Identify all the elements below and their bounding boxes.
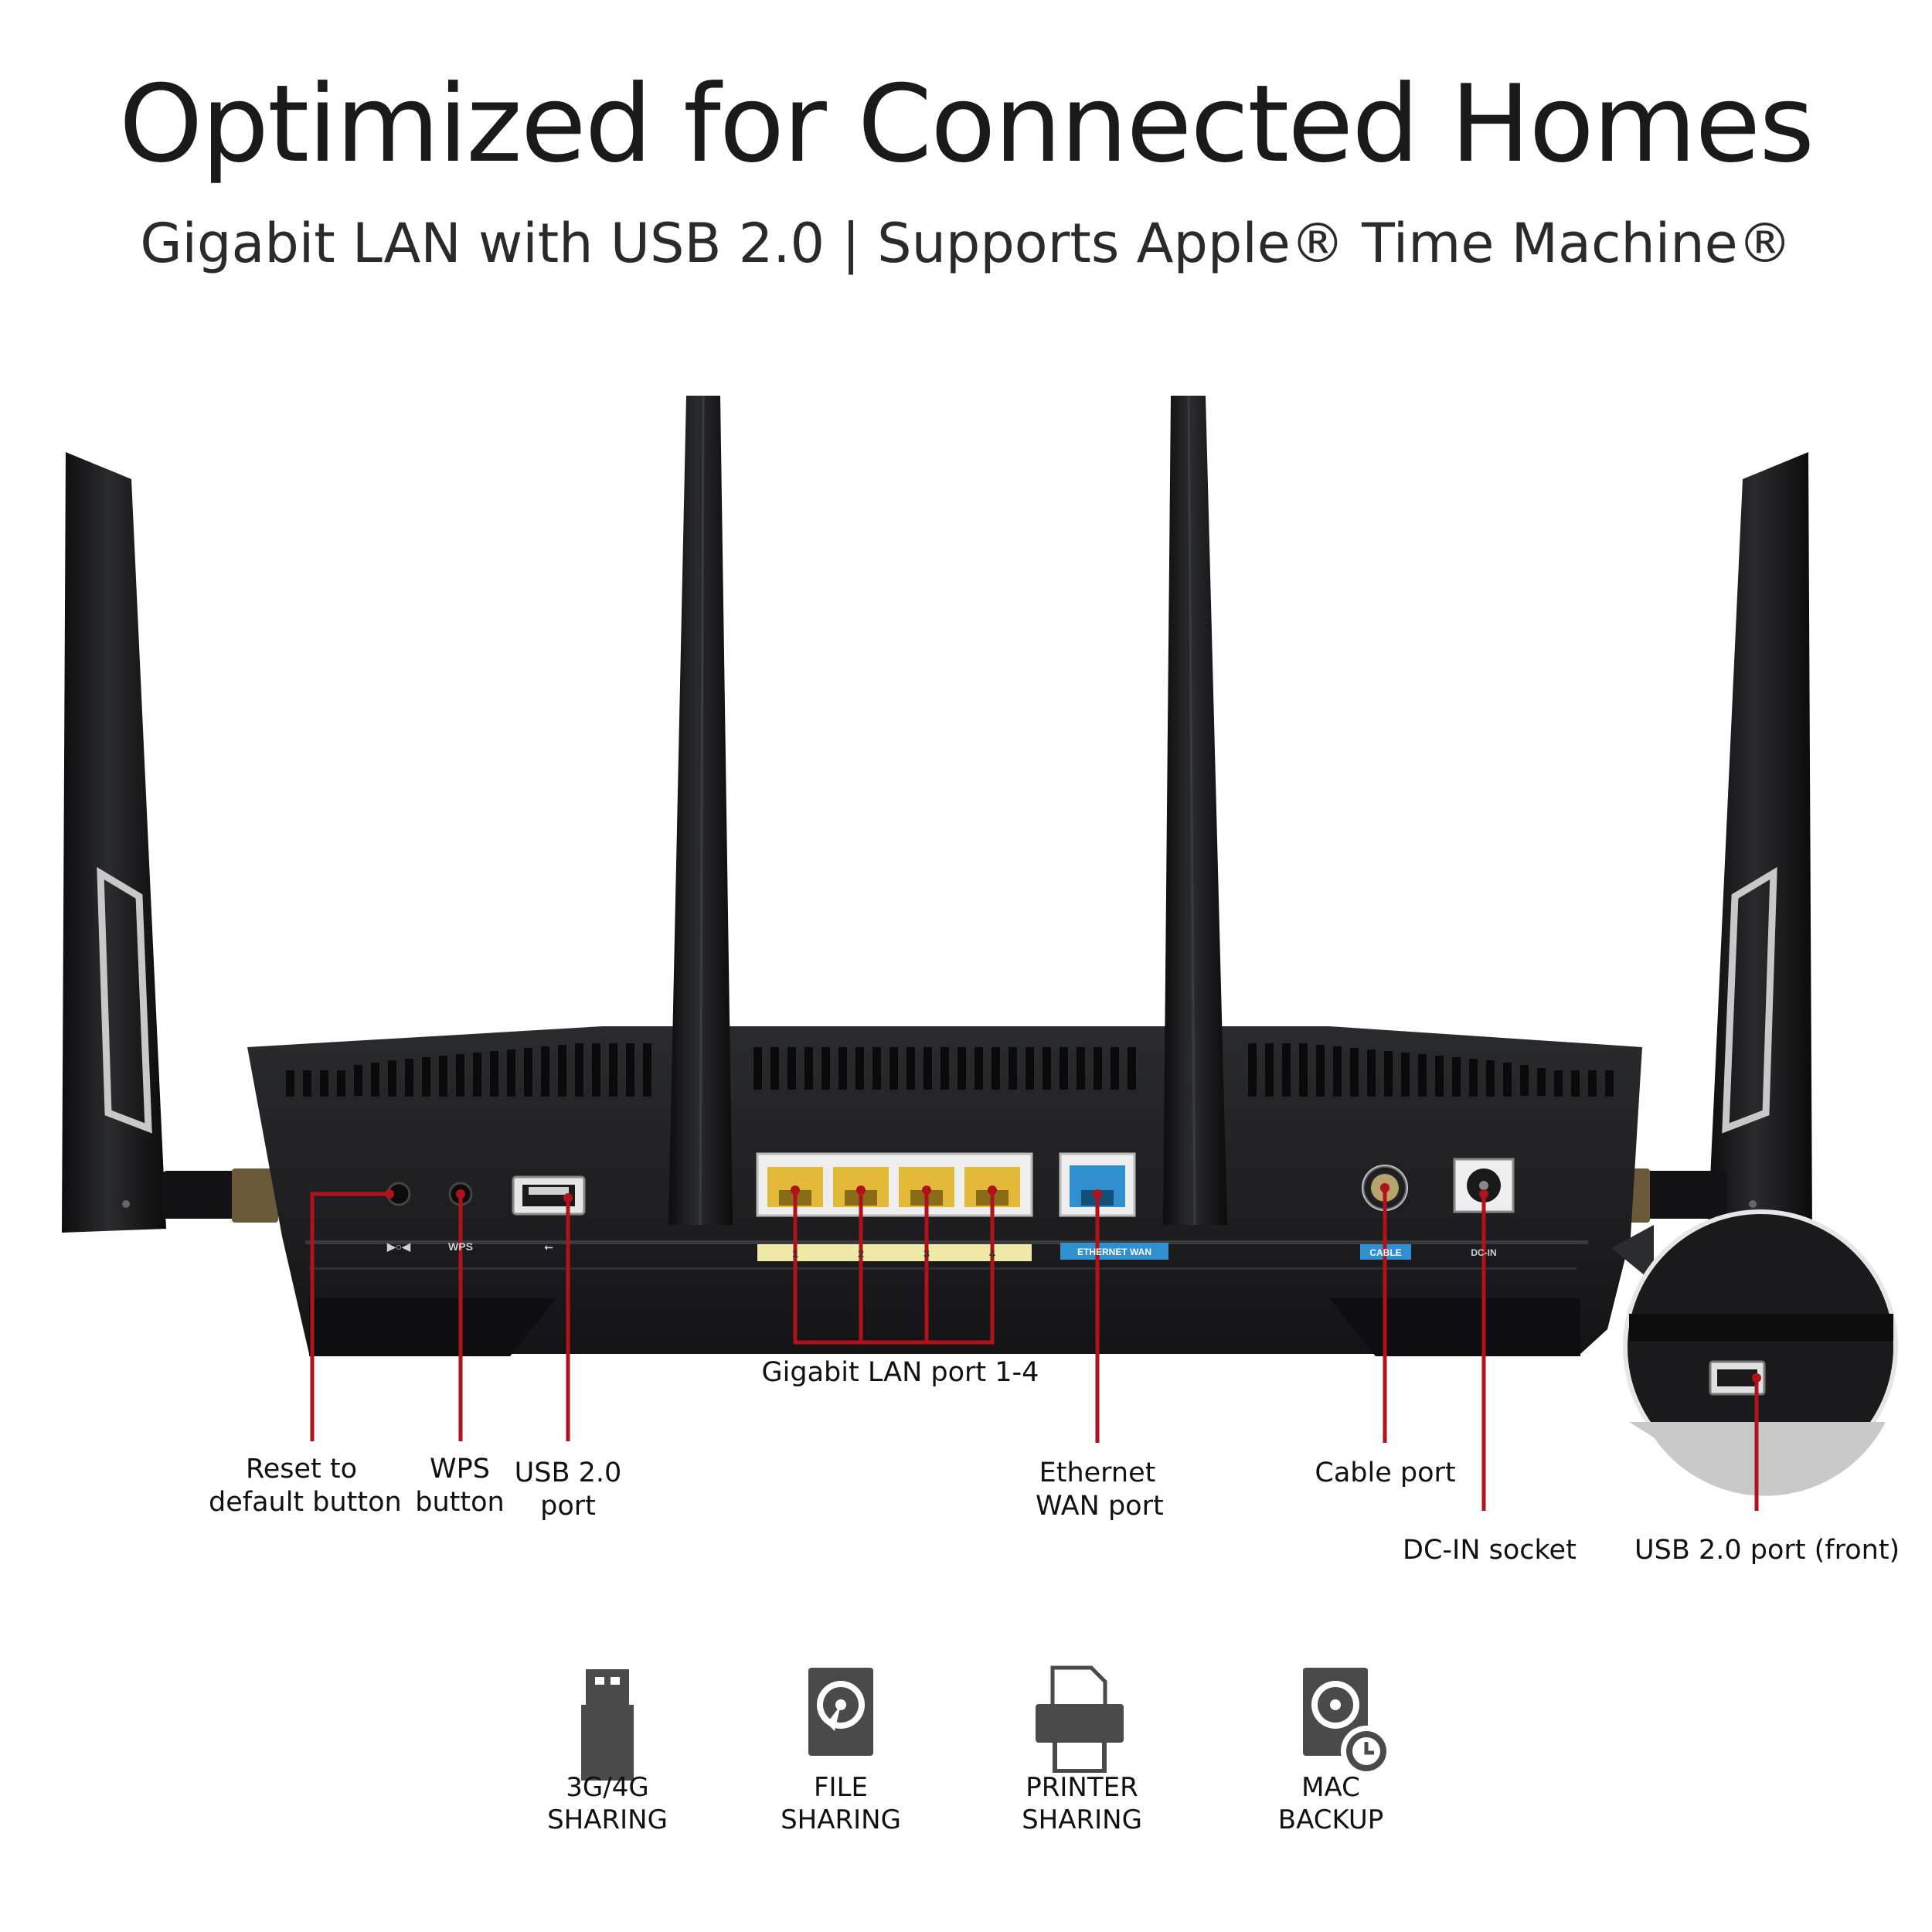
wps-callout-label: WPS button xyxy=(410,1453,510,1519)
page-title: Optimized for Connected Homes xyxy=(118,62,1815,186)
lan-callout-label: Gigabit LAN port 1-4 xyxy=(761,1357,1039,1388)
usb-port-rear xyxy=(512,1175,586,1216)
callout-line-reset xyxy=(310,1192,389,1441)
wan-callout-label: Ethernet WAN port xyxy=(1036,1457,1164,1523)
usb-callout-line-2: port xyxy=(540,1491,596,1522)
feature-file-line-2: SHARING xyxy=(781,1804,901,1835)
center-right-antenna xyxy=(1163,395,1227,1226)
usb-symbol-label: ⭠ xyxy=(544,1240,553,1253)
usb-stick-icon xyxy=(581,1669,634,1781)
lan-number-2: 2 xyxy=(858,1247,864,1260)
lan-number-4: 4 xyxy=(989,1247,995,1260)
callout-line-lan xyxy=(793,1190,995,1345)
wan-label-strip xyxy=(1060,1243,1168,1260)
feature-label-printer: PRINTER SHARING xyxy=(997,1771,1167,1836)
feature-mac-line-1: MAC xyxy=(1301,1772,1360,1803)
wps-callout-line-2: button xyxy=(415,1487,505,1518)
usb-callout-line-1: USB 2.0 xyxy=(514,1458,622,1488)
cable-callout-label: Cable port xyxy=(1315,1458,1456,1488)
lan-number-1: 1 xyxy=(792,1247,798,1260)
callout-dots xyxy=(385,1183,1761,1383)
feature-label-file: FILE SHARING xyxy=(756,1771,926,1836)
ethernet-wan-panel-label: ETHERNET WAN xyxy=(1077,1247,1151,1257)
usb-callout-label: USB 2.0 port xyxy=(514,1457,622,1523)
wan-port xyxy=(1059,1152,1168,1260)
cable-panel-label: CABLE xyxy=(1369,1247,1401,1258)
printer-icon xyxy=(1036,1665,1124,1773)
feature-3g4g-line-1: 3G/4G xyxy=(566,1772,649,1803)
feature-mac-line-2: BACKUP xyxy=(1277,1804,1384,1835)
feature-file-line-1: FILE xyxy=(813,1772,868,1803)
front-usb-magnifier xyxy=(1611,1209,1898,1496)
center-left-antenna xyxy=(668,395,733,1226)
vent-grille xyxy=(286,1043,1614,1097)
reset-callout-line-2: default button xyxy=(209,1487,402,1518)
reset-callout-label: Reset to default button xyxy=(209,1453,402,1519)
page-subtitle: Gigabit LAN with USB 2.0 | Supports Appl… xyxy=(140,212,1792,275)
wps-panel-label: WPS xyxy=(448,1240,473,1253)
feature-3g4g-line-2: SHARING xyxy=(547,1804,668,1835)
left-side-antenna xyxy=(62,452,278,1233)
lan-number-3: 3 xyxy=(923,1247,930,1260)
feature-printer-line-1: PRINTER xyxy=(1026,1772,1138,1803)
time-machine-backup-icon xyxy=(1303,1668,1392,1777)
hard-drive-icon xyxy=(808,1668,873,1756)
feature-label-3g4g: 3G/4G SHARING xyxy=(522,1771,692,1836)
reset-callout-line-1: Reset to xyxy=(245,1454,358,1485)
usb-front-callout-label: USB 2.0 port (front) xyxy=(1634,1535,1900,1566)
lan-label-strip xyxy=(757,1244,1032,1261)
wan-callout-line-2: WAN port xyxy=(1036,1491,1164,1522)
reset-symbol-label: ▶○◀ xyxy=(386,1240,410,1253)
dcin-callout-label: DC-IN socket xyxy=(1403,1535,1577,1566)
wps-callout-line-1: WPS xyxy=(430,1454,490,1485)
callout-lines xyxy=(310,1188,1759,1511)
feature-printer-line-2: SHARING xyxy=(1022,1804,1142,1835)
right-side-antenna xyxy=(1604,452,1812,1233)
feature-label-mac: MAC BACKUP xyxy=(1246,1771,1416,1836)
wan-callout-line-1: Ethernet xyxy=(1039,1458,1156,1488)
dc-in-panel-label: DC-IN xyxy=(1471,1247,1496,1258)
